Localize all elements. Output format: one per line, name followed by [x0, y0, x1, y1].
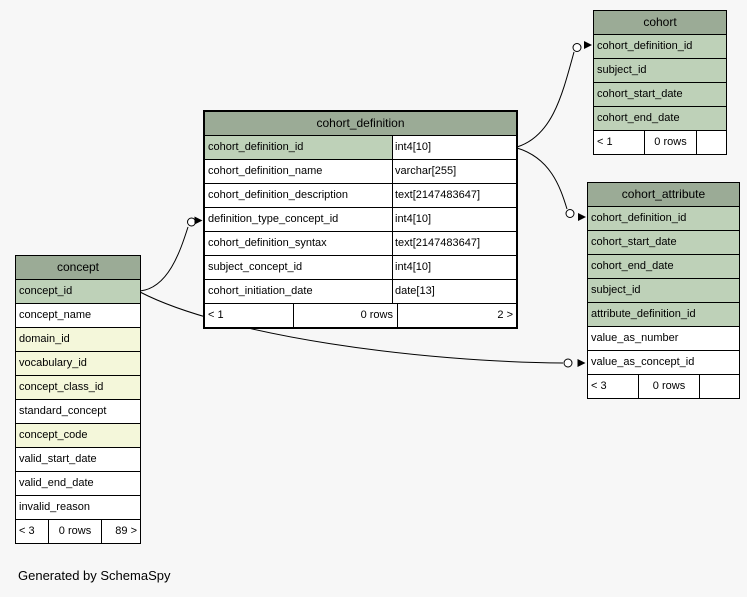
table-row: cohort_definition_name varchar[255] — [205, 160, 516, 184]
table-row: attribute_definition_id — [588, 303, 739, 327]
table-row: value_as_concept_id — [588, 351, 739, 375]
column-type: varchar[255] — [392, 160, 516, 183]
relationship-concept-to-cohort-definition — [139, 216, 203, 292]
children-count: 2 > — [397, 304, 516, 327]
table-row: subject_concept_id int4[10] — [205, 256, 516, 280]
zero-or-one-circle — [572, 43, 582, 52]
relationship-cohort-definition-to-cohort — [516, 41, 592, 148]
table-title-cohort-definition[interactable]: cohort_definition — [205, 112, 516, 136]
column-name: cohort_definition_id — [205, 136, 392, 159]
parents-count: < 1 — [208, 309, 224, 321]
table-cohort-definition: cohort_definition cohort_definition_id i… — [203, 110, 518, 329]
parents-count: < 1 — [597, 136, 613, 148]
column-name: definition_type_concept_id — [208, 213, 339, 225]
table-cohort-attribute: cohort_attribute cohort_definition_id co… — [587, 182, 740, 399]
table-row: vocabulary_id — [16, 352, 140, 376]
table-row: concept_id — [16, 280, 140, 304]
table-row: value_as_number — [588, 327, 739, 351]
table-cohort: cohort cohort_definition_id subject_id c… — [593, 10, 727, 155]
table-row: concept_name — [16, 304, 140, 328]
column-type: text[2147483647] — [392, 232, 516, 255]
relationship-cohort-definition-to-cohort-attribute — [516, 147, 586, 221]
arrowhead-icon — [584, 41, 592, 49]
table-row: cohort_definition_description text[21474… — [205, 184, 516, 208]
table-row: cohort_start_date — [594, 83, 726, 107]
table-row: valid_end_date — [16, 472, 140, 496]
table-row: valid_start_date — [16, 448, 140, 472]
table-row: cohort_start_date — [588, 231, 739, 255]
column-type: int4[10] — [392, 256, 516, 279]
column-name: cohort_definition_syntax — [208, 237, 327, 249]
column-type: text[2147483647] — [392, 184, 516, 207]
zero-or-one-circle — [565, 209, 575, 218]
table-row: standard_concept — [16, 400, 140, 424]
column-name: subject_concept_id — [208, 261, 303, 273]
table-footer: < 1 0 rows 2 > — [205, 304, 516, 327]
zero-or-one-circle — [187, 217, 196, 227]
column-name: cohort_definition_name — [208, 165, 323, 177]
arrowhead-icon — [194, 216, 203, 225]
column-name: cohort_initiation_date — [208, 285, 313, 297]
table-row: concept_code — [16, 424, 140, 448]
children-count — [699, 375, 739, 398]
zero-or-one-circle — [563, 358, 573, 368]
table-row: cohort_end_date — [594, 107, 726, 131]
table-title-concept[interactable]: concept — [16, 256, 140, 280]
table-concept: concept concept_id concept_name domain_i… — [15, 255, 141, 544]
table-footer: < 3 0 rows 89 > — [16, 520, 140, 543]
column-name: cohort_definition_description — [208, 189, 349, 201]
table-row: concept_class_id — [16, 376, 140, 400]
row-count: 0 rows — [638, 375, 699, 398]
column-type: int4[10] — [392, 136, 516, 159]
children-count — [696, 131, 726, 154]
arrowhead-icon — [577, 359, 586, 367]
table-row: definition_type_concept_id int4[10] — [205, 208, 516, 232]
table-footer: < 1 0 rows — [594, 131, 726, 154]
table-row: domain_id — [16, 328, 140, 352]
table-row: subject_id — [588, 279, 739, 303]
table-footer: < 3 0 rows — [588, 375, 739, 398]
column-type: date[13] — [392, 280, 516, 303]
table-row: invalid_reason — [16, 496, 140, 520]
row-count: 0 rows — [644, 131, 696, 154]
table-row: subject_id — [594, 59, 726, 83]
table-title-cohort-attribute[interactable]: cohort_attribute — [588, 183, 739, 207]
table-row: cohort_definition_syntax text[2147483647… — [205, 232, 516, 256]
table-row: cohort_initiation_date date[13] — [205, 280, 516, 304]
children-count: 89 > — [101, 520, 140, 543]
table-title-cohort[interactable]: cohort — [594, 11, 726, 35]
relationship-concept-to-cohort-attribute — [139, 291, 586, 368]
column-type: int4[10] — [392, 208, 516, 231]
table-row: cohort_definition_id — [594, 35, 726, 59]
row-count: 0 rows — [293, 304, 397, 327]
table-row: cohort_definition_id int4[10] — [205, 136, 516, 160]
table-row: cohort_end_date — [588, 255, 739, 279]
generated-by-caption: Generated by SchemaSpy — [18, 568, 171, 583]
arrowhead-icon — [578, 213, 586, 221]
table-row: cohort_definition_id — [588, 207, 739, 231]
row-count: 0 rows — [48, 520, 101, 543]
parents-count: < 3 — [591, 380, 607, 392]
parents-count: < 3 — [19, 525, 35, 537]
